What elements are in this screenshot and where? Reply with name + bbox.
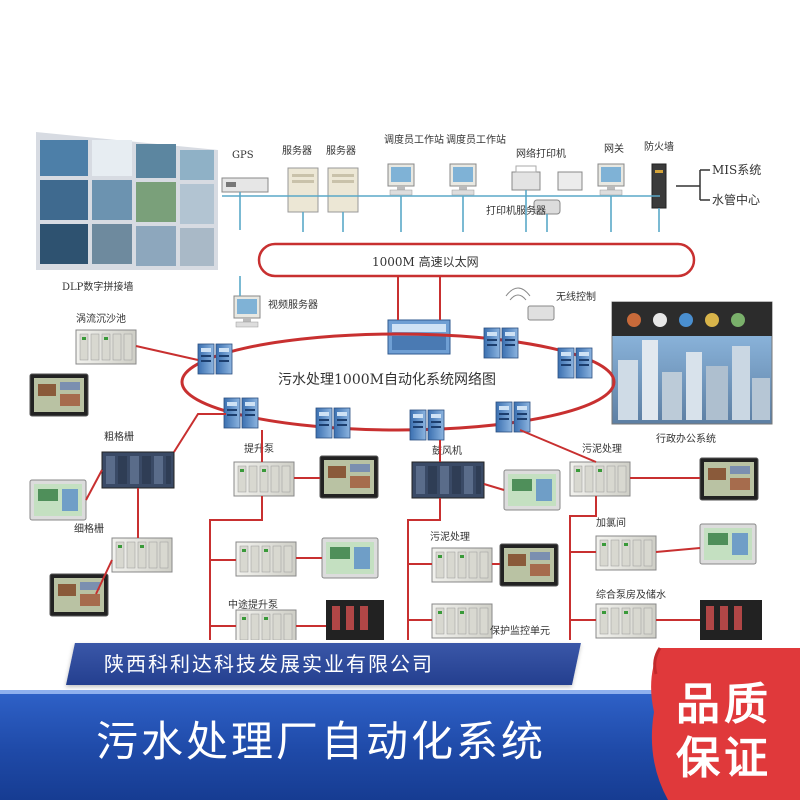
banner-title: 污水处理厂自动化系统 — [96, 717, 547, 766]
dispatcher-station-1 — [387, 163, 415, 196]
ring-switch — [495, 401, 513, 433]
vortex-plc — [75, 329, 137, 365]
mid-lift-plc — [235, 609, 297, 640]
protect-label: 保护监控单元 — [490, 624, 550, 637]
dispatcher-2-label: 调度员工作站 — [446, 133, 506, 146]
vortex-hmi — [29, 373, 89, 417]
lift-pump-plc — [233, 461, 295, 497]
sludge-1-hmi — [699, 457, 759, 501]
ring-title: 污水处理1000M自动化系统网络图 — [278, 372, 496, 388]
mid-lift-label: 中途提升泵 — [228, 598, 278, 611]
ring-switch — [557, 347, 575, 379]
ring-switch — [315, 407, 333, 439]
mid-lift-hmi — [326, 600, 384, 640]
gateway-pc — [597, 163, 625, 196]
lift-sub-hmi — [321, 537, 379, 579]
core-switch — [387, 319, 451, 355]
coarse-grid-plc — [101, 451, 175, 489]
lift-sub-plc — [235, 541, 297, 577]
dlp-wall — [36, 132, 218, 270]
server-2 — [327, 167, 359, 213]
water-center-label: 水管中心 — [712, 192, 760, 207]
pump-house-plc — [595, 603, 657, 639]
blower-plc — [411, 461, 485, 499]
sludge-1-label: 污泥处理 — [582, 442, 622, 455]
pump-house-label: 综合泵房及储水 — [596, 588, 666, 601]
video-server — [233, 295, 261, 328]
chlorine-hmi — [699, 523, 757, 565]
video-server-label: 视频服务器 — [268, 298, 318, 311]
ring-switch — [575, 347, 593, 379]
sludge-2-hmi — [499, 543, 559, 587]
dispatcher-1-label: 调度员工作站 — [384, 133, 444, 146]
ring-switch — [427, 409, 445, 441]
firewall-label: 防火墙 — [644, 140, 674, 153]
gps-label: GPS — [232, 150, 254, 161]
firewall — [651, 163, 667, 209]
printer-server-label: 打印机服务器 — [486, 204, 546, 217]
server-1-label: 服务器 — [282, 144, 312, 157]
ring-switch — [223, 397, 241, 429]
server-2-label: 服务器 — [326, 144, 356, 157]
ring-switch — [333, 407, 351, 439]
net-printer-label: 网络打印机 — [516, 147, 566, 160]
chlorine-label: 加氯间 — [596, 516, 626, 529]
company-name: 陕西科利达科技发展实业有限公司 — [104, 652, 434, 676]
wireless-device — [505, 287, 555, 321]
dlp-label: DLP数字拼接墙 — [62, 280, 133, 293]
gateway-label: 网关 — [604, 142, 624, 155]
ethernet-bus — [257, 242, 696, 278]
title-banner-highlight — [0, 690, 800, 694]
ring-switch — [513, 401, 531, 433]
blower-hmi — [503, 469, 561, 511]
ring-switch — [241, 397, 259, 429]
admin-label: 行政办公系统 — [656, 432, 716, 445]
blower-label: 鼓风机 — [432, 444, 462, 457]
vortex-label: 涡流沉沙池 — [76, 312, 126, 325]
admin-panel — [611, 301, 773, 425]
fine-grid-label: 细格栅 — [74, 522, 104, 535]
lift-pump-label: 提升泵 — [244, 443, 274, 455]
branch-lines — [209, 496, 701, 640]
device-drops — [222, 190, 660, 232]
ring-switch — [215, 343, 233, 375]
network-printer — [511, 165, 583, 191]
seal-line-2: 保证 — [676, 733, 772, 784]
protect-plc — [431, 603, 493, 639]
ring-switch — [483, 327, 501, 359]
ring-switch — [409, 409, 427, 441]
gps-device — [221, 177, 269, 193]
ethernet-label: 1000M 高速以太网 — [372, 254, 479, 269]
fine-grid-plc — [111, 537, 173, 573]
ring-switch — [501, 327, 519, 359]
seal-line-1: 品质 — [676, 679, 772, 730]
quality-seal — [651, 647, 800, 800]
dispatcher-station-2 — [449, 163, 477, 196]
mis-label: MIS系统 — [712, 163, 761, 177]
lift-pump-hmi — [319, 455, 379, 499]
ring-switch — [197, 343, 215, 375]
network-diagram: DLP数字拼接墙 GPS 服务器 服务器 调度员工作站 调度员工作站 网络打印机… — [29, 132, 773, 640]
sludge-2-label: 污泥处理 — [430, 530, 470, 543]
pump-house-hmi — [700, 600, 762, 640]
chlorine-plc — [595, 535, 657, 571]
sludge-2-plc — [431, 547, 493, 583]
coarse-grid-hmi — [29, 479, 87, 521]
main-ring — [180, 332, 616, 432]
coarse-grid-label: 粗格栅 — [104, 430, 134, 443]
sludge-1-plc — [569, 461, 631, 497]
fine-grid-hmi — [49, 573, 109, 617]
server-1 — [287, 167, 319, 213]
wireless-label: 无线控制 — [556, 290, 596, 303]
